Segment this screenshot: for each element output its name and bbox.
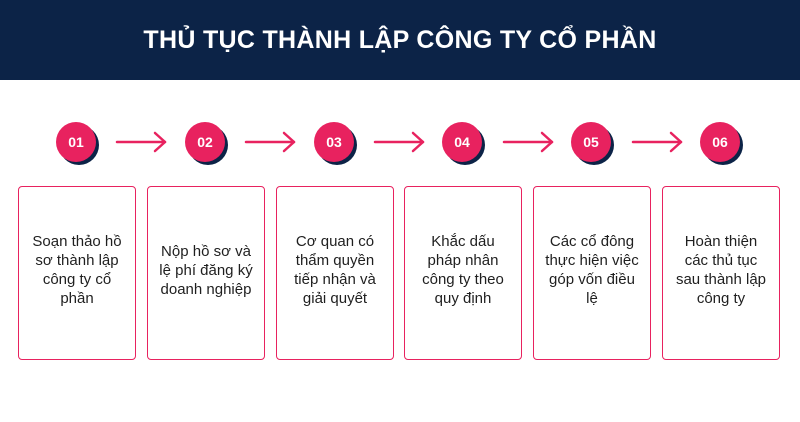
step-card-2: Nộp hồ sơ và lệ phí đăng ký doanh nghiệp bbox=[147, 186, 265, 360]
arrow-right-icon bbox=[631, 131, 683, 153]
step-card-6: Hoàn thiện các thủ tục sau thành lập côn… bbox=[662, 186, 780, 360]
step-number-1: 01 bbox=[68, 134, 84, 150]
step-number-6: 06 bbox=[712, 134, 728, 150]
step-text-6: Hoàn thiện các thủ tục sau thành lập côn… bbox=[675, 233, 767, 307]
step-number-badge-4: 04 bbox=[442, 122, 482, 162]
step-card-1: Soạn thảo hồ sơ thành lập công ty cổ phầ… bbox=[18, 186, 136, 360]
step-number-2: 02 bbox=[197, 134, 213, 150]
step-text-1: Soạn thảo hồ sơ thành lập công ty cổ phầ… bbox=[32, 233, 122, 307]
step-card-3: Cơ quan có thẩm quyền tiếp nhận và giải … bbox=[276, 186, 394, 360]
step-number-3: 03 bbox=[326, 134, 342, 150]
step-text-4: Khắc dấu pháp nhân công ty theo quy định bbox=[422, 233, 504, 307]
step-number-badge-6: 06 bbox=[700, 122, 740, 162]
step-number-badge-5: 05 bbox=[571, 122, 611, 162]
step-card-4: Khắc dấu pháp nhân công ty theo quy định bbox=[404, 186, 522, 360]
step-number-badge-2: 02 bbox=[185, 122, 225, 162]
arrow-right-icon bbox=[115, 131, 167, 153]
arrow-right-icon bbox=[244, 131, 296, 153]
page-header: THỦ TỤC THÀNH LẬP CÔNG TY CỔ PHẦN bbox=[0, 0, 800, 80]
step-number-badge-1: 01 bbox=[56, 122, 96, 162]
step-number-4: 04 bbox=[454, 134, 470, 150]
arrow-right-icon bbox=[502, 131, 554, 153]
step-text-5: Các cổ đông thực hiện việc góp vốn điều … bbox=[545, 233, 639, 307]
step-card-5: Các cổ đông thực hiện việc góp vốn điều … bbox=[533, 186, 651, 360]
step-text-2: Nộp hồ sơ và lệ phí đăng ký doanh nghiệp bbox=[159, 242, 253, 298]
arrow-right-icon bbox=[373, 131, 425, 153]
step-text-3: Cơ quan có thẩm quyền tiếp nhận và giải … bbox=[294, 233, 376, 307]
step-number-5: 05 bbox=[583, 134, 599, 150]
page-title: THỦ TỤC THÀNH LẬP CÔNG TY CỔ PHẦN bbox=[143, 25, 657, 54]
step-number-badge-3: 03 bbox=[314, 122, 354, 162]
